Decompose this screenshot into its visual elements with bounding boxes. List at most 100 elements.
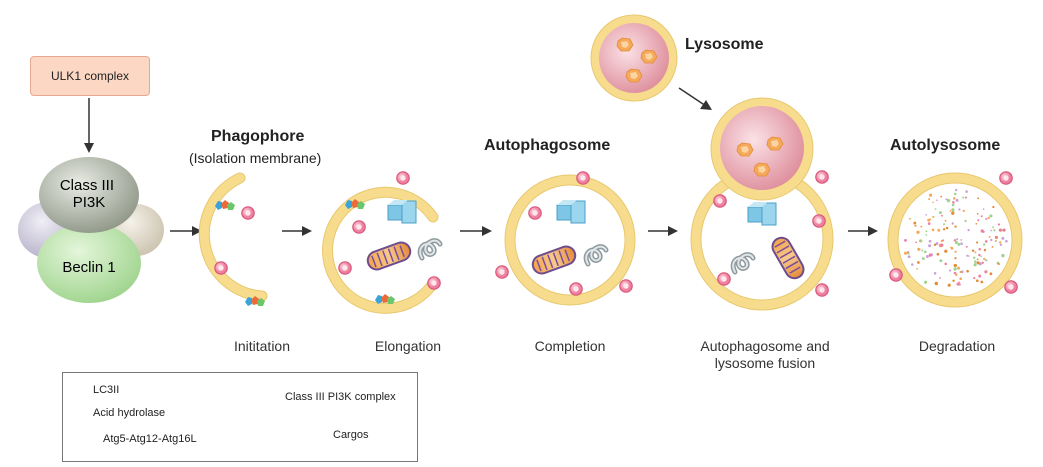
fragment-dot — [982, 208, 985, 210]
fragment-dot — [951, 208, 955, 212]
fragment-dot — [932, 201, 934, 204]
fragment-dot — [931, 228, 935, 232]
lc3-marker — [889, 268, 903, 282]
fragment-dot — [907, 251, 909, 253]
autolysosome-title: Autolysosome — [890, 137, 1001, 154]
acid-hydrolase — [736, 142, 754, 157]
fragment-dot — [997, 223, 1001, 226]
fragment-dot — [1001, 236, 1005, 240]
fragment-dot — [955, 188, 958, 192]
fragment-dot — [944, 249, 948, 253]
pi3k-label-line1: Class III — [60, 177, 114, 194]
fragment-dot — [974, 260, 977, 263]
fragment-dot — [965, 245, 968, 248]
fragment-dot — [956, 238, 959, 241]
atg-marker — [215, 200, 235, 210]
fragment-dot — [993, 229, 996, 232]
fragment-dot — [915, 241, 917, 244]
fragment-dot — [916, 268, 918, 270]
fragment-dot — [929, 218, 932, 221]
fragment-dot — [976, 261, 980, 265]
lc3-marker — [619, 279, 633, 293]
fragment-dot — [910, 263, 914, 266]
fragment-dot — [954, 257, 957, 260]
lc3-marker — [396, 171, 410, 185]
fragment-dot — [940, 239, 944, 243]
fragment-dot — [962, 209, 965, 213]
fragment-dot — [992, 205, 995, 209]
fragment-dot — [980, 255, 982, 258]
phagophore-subtitle: (Isolation membrane) — [189, 150, 322, 166]
fragment-dot — [973, 263, 977, 267]
fragment-dot — [939, 259, 943, 263]
fragment-dot — [934, 208, 937, 210]
fragment-dot — [957, 267, 960, 270]
fragment-dot — [984, 240, 988, 243]
fragment-dot — [943, 223, 945, 226]
fragment-dot — [964, 196, 967, 199]
legend-hydrolase-label: Acid hydrolase — [93, 407, 166, 419]
fragment-dot — [924, 280, 928, 284]
fragment-dot — [955, 198, 959, 202]
fragment-dot — [981, 261, 984, 264]
fragment-dot — [962, 196, 965, 199]
fragment-dot — [913, 221, 917, 225]
fragment-dot — [925, 214, 928, 216]
elongating-membrane — [322, 186, 439, 314]
fragment-dot — [947, 283, 951, 287]
cargo-mitochondrion — [529, 243, 579, 277]
fragment-dot — [904, 251, 908, 255]
pi3k-complex — [18, 157, 164, 303]
acid-hydrolase — [640, 49, 658, 64]
fragment-dot — [921, 257, 925, 260]
fragment-dot — [934, 281, 938, 286]
fragment-dot — [966, 254, 969, 257]
fragment-dot — [998, 228, 1003, 232]
fragment-dot — [921, 249, 924, 252]
fragment-dot — [991, 245, 994, 248]
fragment-dot — [933, 271, 937, 275]
fragment-dot — [978, 274, 982, 278]
lc3-marker — [495, 265, 509, 279]
lc3-marker — [214, 261, 228, 275]
fragment-dot — [953, 267, 957, 271]
acid-hydrolase — [753, 162, 771, 177]
fragment-dot — [953, 192, 957, 196]
ulk-arrow-head — [84, 143, 94, 153]
legend-pi3k-label: Class III PI3K complex — [285, 391, 396, 403]
fragment-dot — [933, 243, 937, 247]
fragment-dot — [944, 219, 947, 222]
fragment-dot — [917, 247, 921, 251]
fragment-dot — [951, 211, 955, 215]
fragment-dot — [989, 214, 993, 218]
fragment-dot — [984, 270, 988, 274]
cargo-protein — [747, 201, 777, 226]
fragment-dot — [937, 228, 941, 232]
fragment-dot — [907, 255, 911, 259]
fragment-dot — [919, 239, 922, 242]
fragment-dot — [960, 239, 963, 241]
fragment-dot — [904, 238, 907, 242]
fragment-dot — [976, 258, 979, 261]
fragment-dot — [949, 246, 952, 249]
fragment-dot — [964, 219, 967, 222]
fragment-dot — [980, 215, 983, 218]
cargo-protein — [387, 199, 417, 224]
fragment-dot — [942, 228, 946, 231]
fragment-dot — [998, 241, 1002, 244]
fragment-dot — [983, 243, 986, 246]
fragment-dot — [936, 252, 940, 256]
lc3-marker — [999, 171, 1013, 185]
atg-marker — [375, 294, 395, 304]
fragment-dot — [941, 214, 943, 217]
fragment-dot — [990, 238, 993, 242]
fragment-dot — [978, 253, 981, 257]
fragment-dot — [953, 197, 956, 200]
pi3k-label-line2: PI3K — [73, 194, 106, 211]
fragment-dot — [958, 283, 961, 286]
legend-cargo-label: Cargos — [333, 429, 369, 441]
fragment-dot — [935, 199, 938, 202]
fragment-dot — [966, 269, 969, 273]
step-elongation: Elongation — [374, 338, 442, 354]
fragment-dot — [945, 226, 949, 230]
